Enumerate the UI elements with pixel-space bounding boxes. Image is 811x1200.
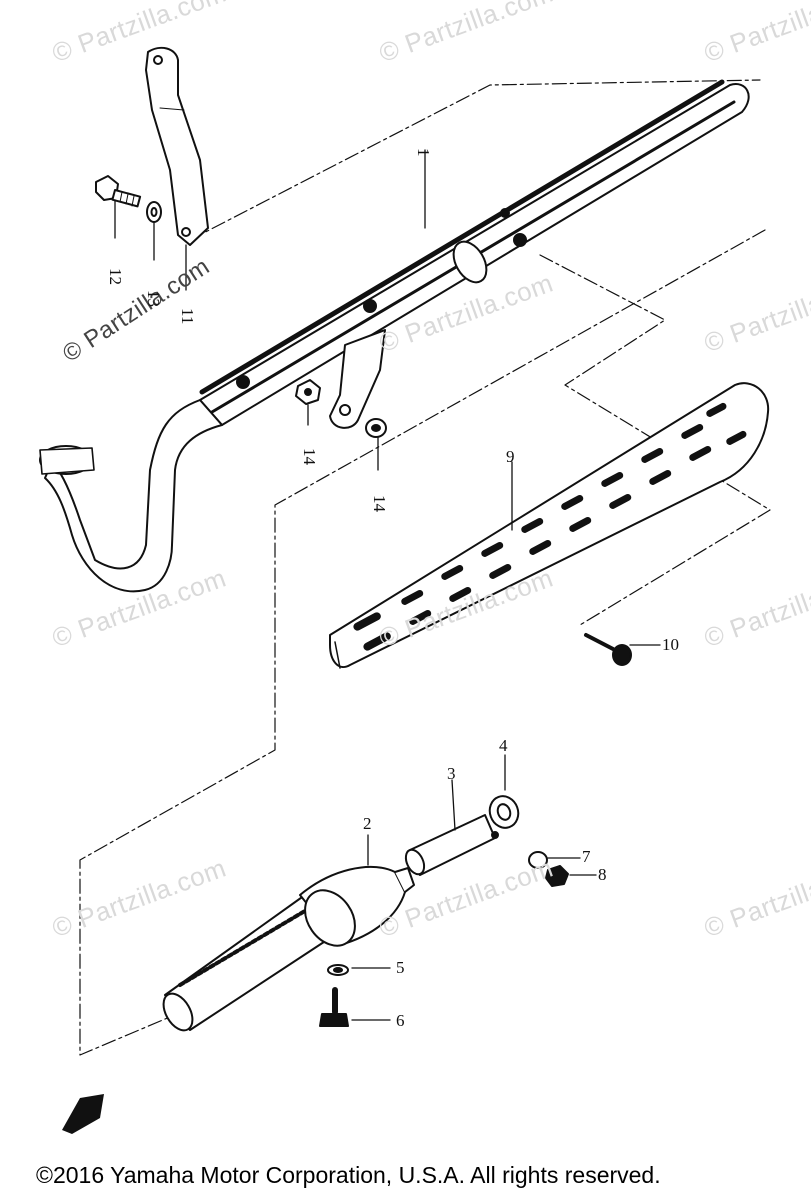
copyright-footer: ©2016 Yamaha Motor Corporation, U.S.A. A… xyxy=(36,1162,661,1188)
callout-6: 6 xyxy=(396,1011,405,1030)
callout-5: 5 xyxy=(396,958,405,977)
stay-bracket xyxy=(145,46,209,246)
inner-pipe xyxy=(404,814,499,876)
callout-8: 8 xyxy=(598,865,607,884)
bolt-12-shape xyxy=(95,175,142,208)
callout-4: 4 xyxy=(499,736,508,755)
exhaust-pipe xyxy=(39,79,750,593)
washer-7-nut-8-shapes xyxy=(528,851,569,887)
callout-14-lower: 14 xyxy=(370,495,389,512)
assembly-guide-lines xyxy=(79,79,771,1056)
callout-10: 10 xyxy=(662,635,679,654)
callout-14-upper: 14 xyxy=(300,448,319,465)
callout-1: 1 xyxy=(414,148,433,157)
washer-13-shape xyxy=(146,201,162,223)
callout-2: 2 xyxy=(363,814,372,833)
callout-9: 9 xyxy=(506,447,515,466)
callout-13: 13 xyxy=(144,290,163,307)
front-direction-icon xyxy=(62,1094,104,1134)
nut-14-shapes xyxy=(295,379,387,438)
silencer xyxy=(162,865,415,1032)
screw-10-shape xyxy=(584,633,632,666)
clamp-4-shape xyxy=(488,795,520,829)
callout-11: 11 xyxy=(178,308,197,325)
washer-5-bolt-6-shapes xyxy=(319,964,349,1027)
callout-12: 12 xyxy=(106,268,125,285)
leader-lines xyxy=(114,149,661,1021)
heat-protector-slots xyxy=(353,402,747,651)
callout-7: 7 xyxy=(582,847,591,866)
callout-3: 3 xyxy=(447,764,456,783)
hanger-bracket xyxy=(329,329,386,429)
